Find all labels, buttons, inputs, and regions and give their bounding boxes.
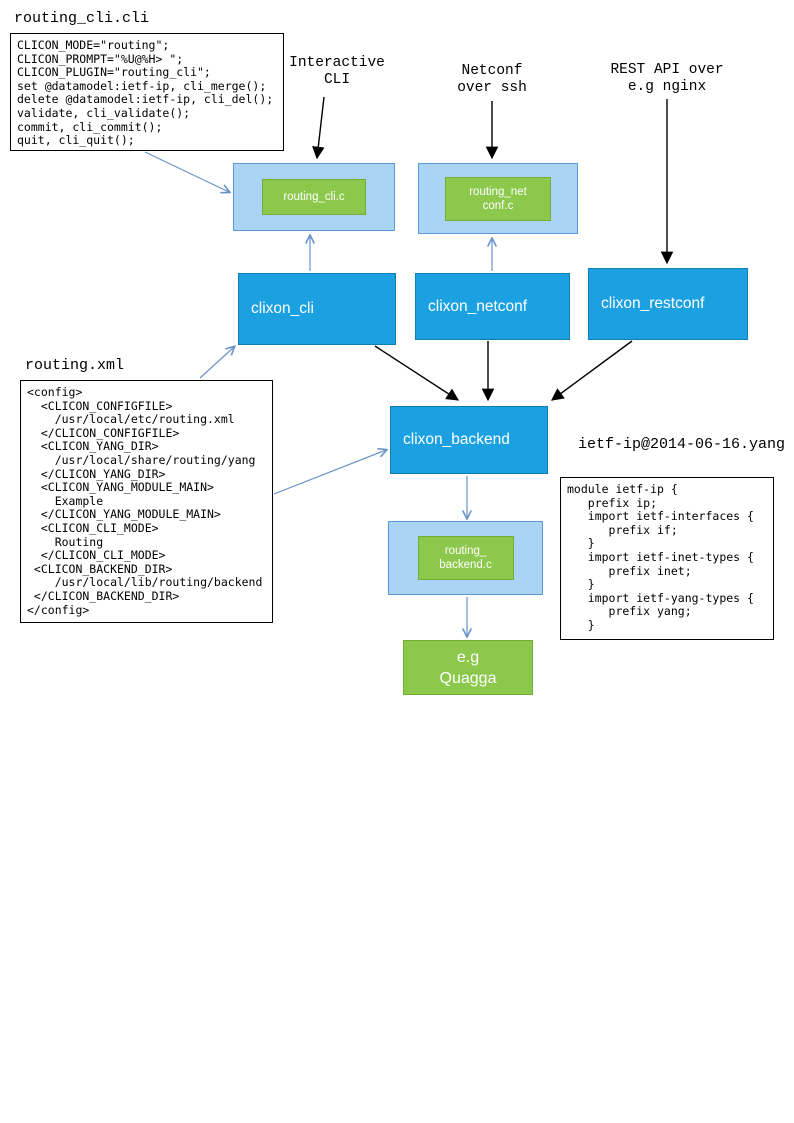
routing-netconf-plugin-box: routing_net conf.c	[445, 176, 551, 221]
cli-file-title: routing_cli.cli	[14, 10, 150, 27]
rest-api-label: REST API over e.g nginx	[610, 62, 724, 95]
netconf-over-ssh-label: Netconf over ssh	[457, 63, 527, 96]
clixon-netconf-box: clixon_netconf	[415, 273, 570, 340]
arrow-config-to-clixon-cli	[199, 347, 234, 379]
clixon-cli-box: clixon_cli	[238, 273, 396, 345]
arrow-cli-file-to-routing-cli-c	[144, 151, 229, 192]
quagga-target-box: e.g Quagga	[403, 640, 533, 695]
clixon-restconf-box: clixon_restconf	[588, 268, 748, 340]
arrow-clixon-cli-to-backend	[374, 345, 460, 401]
yang-file-title: ietf-ip@2014-06-16.yang	[578, 436, 786, 453]
routing-cli-plugin-container: routing_cli.c	[233, 163, 395, 231]
routing-cli-plugin-box: routing_cli.c	[262, 179, 366, 215]
yang-file-code: module ietf-ip { prefix ip; import ietf-…	[560, 477, 774, 640]
routing-backend-plugin-box: routing_ backend.c	[417, 536, 514, 580]
interactive-cli-label: Interactive CLI	[289, 55, 385, 88]
config-file-code: <config> <CLICON_CONFIGFILE> /usr/local/…	[20, 380, 273, 623]
cli-file-code: CLICON_MODE="routing"; CLICON_PROMPT="%U…	[10, 33, 284, 151]
routing-netconf-plugin-container: routing_net conf.c	[418, 163, 578, 234]
routing-backend-plugin-container: routing_ backend.c	[388, 521, 543, 595]
config-file-title: routing.xml	[25, 357, 125, 374]
clixon-backend-box: clixon_backend	[390, 406, 548, 474]
arrow-config-to-clixon-backend	[273, 450, 386, 495]
arrow-clixon-restconf-to-backend	[550, 340, 633, 401]
arrow-interactive-cli-to-routing-cli-c	[312, 96, 325, 160]
